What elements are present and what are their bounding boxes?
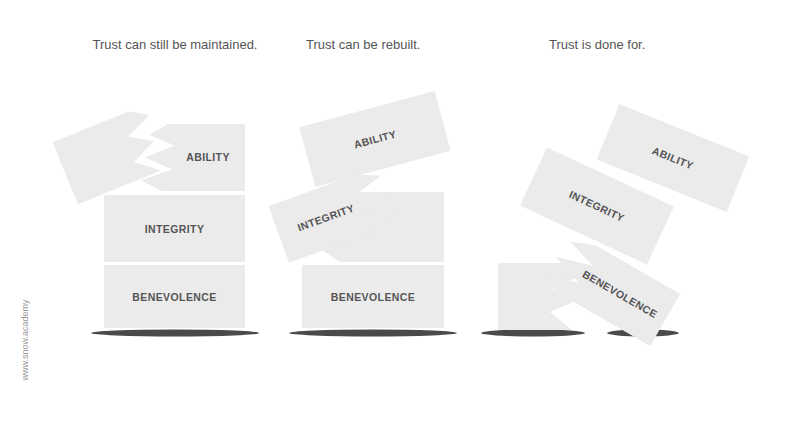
ground-shadow <box>289 330 457 337</box>
block-fill <box>104 195 245 262</box>
trust-block: INTEGRITY <box>104 195 245 262</box>
block-fill <box>269 163 408 262</box>
block-fill <box>299 91 450 187</box>
block-text-area: ABILITY <box>299 91 450 187</box>
block-label: INTEGRITY <box>145 223 205 235</box>
trust-block: BENEVOLENCE <box>104 265 245 328</box>
block-label: BENEVOLENCE <box>581 268 660 321</box>
block-fill <box>536 228 680 346</box>
block-text-area: ABILITY <box>141 124 245 191</box>
block-text-area: BENEVOLENCE <box>302 265 444 328</box>
trust-block: ABILITY <box>299 91 450 187</box>
ground-shadow <box>481 330 585 337</box>
column-heading: Trust can still be maintained. <box>93 37 258 52</box>
block-label: INTEGRITY <box>567 188 626 224</box>
block-label: ABILITY <box>651 144 696 171</box>
block-fill <box>141 124 245 191</box>
block-label: BENEVOLENCE <box>132 291 216 303</box>
block-fill <box>302 265 444 328</box>
block-label: ABILITY <box>352 128 397 151</box>
block-label: INTEGRITY <box>296 202 356 234</box>
column-heading: Trust is done for. <box>549 37 645 52</box>
column-heading: Trust can be rebuilt. <box>306 37 420 52</box>
block-text-area: BENEVOLENCE <box>104 265 245 328</box>
block-text-area: INTEGRITY <box>104 195 245 262</box>
block-label: ABILITY <box>186 151 230 163</box>
ground-shadow <box>91 330 259 337</box>
trust-block: ABILITY <box>141 124 245 191</box>
watermark: www.snow.academy <box>19 299 29 380</box>
block-fill <box>104 265 245 328</box>
trust-block: BENEVOLENCE <box>302 265 444 328</box>
block-label: BENEVOLENCE <box>331 291 415 303</box>
